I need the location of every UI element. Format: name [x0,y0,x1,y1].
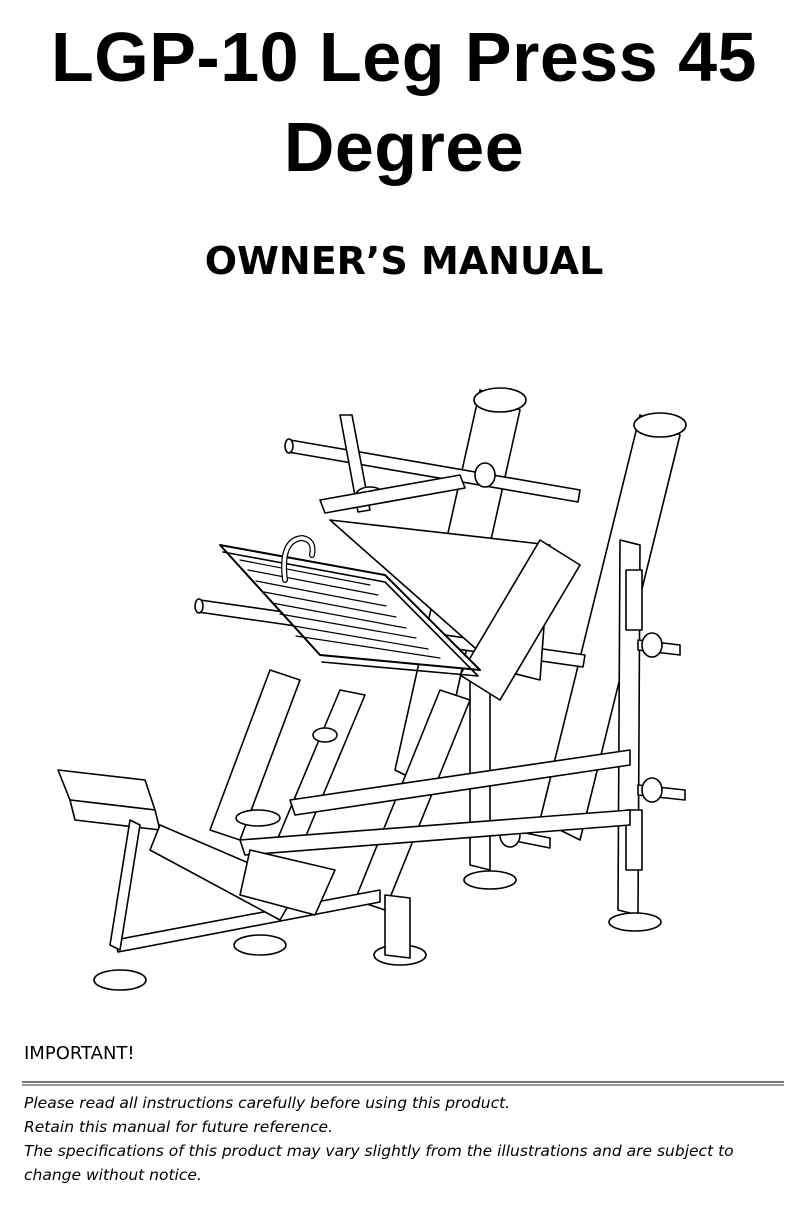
base-seat [57,749,631,991]
manual-title: LGP-10 Leg Press 45 Degree [51,18,757,186]
note-item: Please read all instructions carefully b… [24,1094,511,1112]
foot-plate [219,535,481,677]
manual-subtitle: OWNER’S MANUAL [204,239,604,283]
divider-rule [22,1081,784,1086]
note-item: Retain this manual for future reference. [24,1118,334,1136]
note-item: The specifications of this product may v… [24,1142,734,1184]
important-notes: Please read all instructions carefully b… [24,1091,794,1187]
important-heading: IMPORTANT! [24,1043,135,1064]
leg-press-illustration [57,387,687,991]
